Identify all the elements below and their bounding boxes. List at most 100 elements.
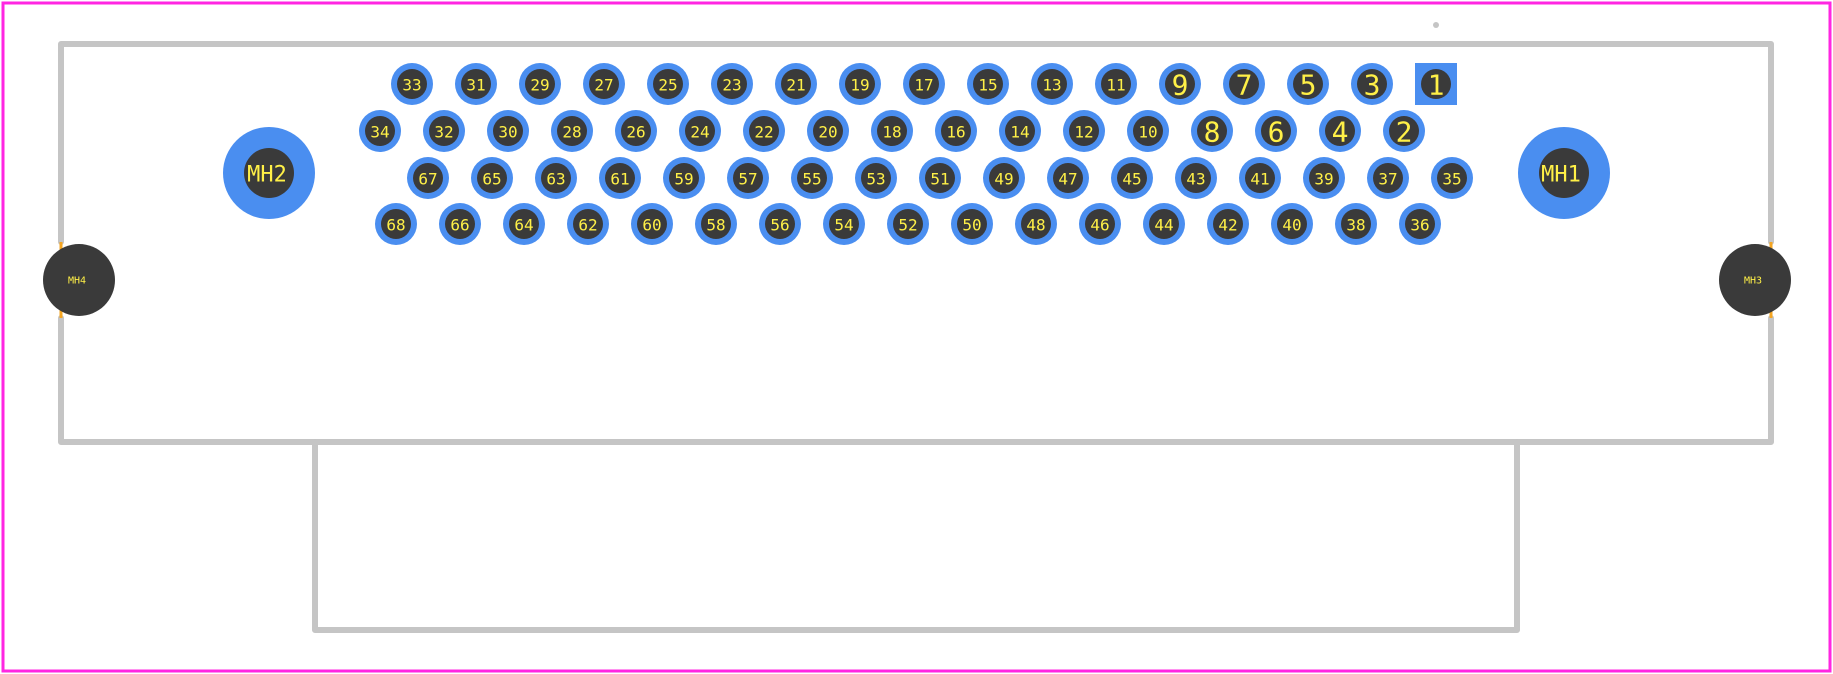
connector-pad-32[interactable]: 32 — [423, 110, 465, 152]
connector-pad-37[interactable]: 37 — [1367, 157, 1409, 199]
mounting-hole-mh3[interactable]: MH3 — [1719, 242, 1791, 318]
connector-pad-40[interactable]: 40 — [1271, 203, 1313, 245]
connector-pad-58[interactable]: 58 — [695, 203, 737, 245]
pad-drill-hole — [685, 116, 715, 146]
connector-pad-22[interactable]: 22 — [743, 110, 785, 152]
connector-pad-23[interactable]: 23 — [711, 63, 753, 105]
pad-number-label: 67 — [418, 170, 437, 189]
connector-pad-9[interactable]: 9 — [1159, 63, 1201, 105]
connector-pad-31[interactable]: 31 — [455, 63, 497, 105]
connector-pad-46[interactable]: 46 — [1079, 203, 1121, 245]
pad-drill-hole — [973, 69, 1003, 99]
connector-pad-41[interactable]: 41 — [1239, 157, 1281, 199]
connector-pad-5[interactable]: 5 — [1287, 63, 1329, 105]
connector-pad-21[interactable]: 21 — [775, 63, 817, 105]
connector-pad-51[interactable]: 51 — [919, 157, 961, 199]
connector-pad-56[interactable]: 56 — [759, 203, 801, 245]
connector-pad-68[interactable]: 68 — [375, 203, 417, 245]
connector-pad-62[interactable]: 62 — [567, 203, 609, 245]
connector-pad-30[interactable]: 30 — [487, 110, 529, 152]
connector-pad-28[interactable]: 28 — [551, 110, 593, 152]
connector-pad-52[interactable]: 52 — [887, 203, 929, 245]
mounting-hole-mh1[interactable]: MH1 — [1518, 127, 1610, 219]
pad-number-label: 19 — [850, 76, 869, 95]
pad-drill-hole — [557, 116, 587, 146]
connector-pad-47[interactable]: 47 — [1047, 157, 1089, 199]
pad-number-label: 13 — [1042, 76, 1061, 95]
connector-pad-49[interactable]: 49 — [983, 157, 1025, 199]
connector-pad-4[interactable]: 4 — [1319, 110, 1361, 152]
connector-pad-35[interactable]: 35 — [1431, 157, 1473, 199]
connector-pad-66[interactable]: 66 — [439, 203, 481, 245]
connector-pad-14[interactable]: 14 — [999, 110, 1041, 152]
connector-pad-65[interactable]: 65 — [471, 157, 513, 199]
connector-pad-57[interactable]: 57 — [727, 157, 769, 199]
connector-pad-63[interactable]: 63 — [535, 157, 577, 199]
silkscreen-rear-shell — [312, 439, 1520, 633]
connector-pad-18[interactable]: 18 — [871, 110, 913, 152]
connector-pad-15[interactable]: 15 — [967, 63, 1009, 105]
pad-drill-hole — [1421, 69, 1451, 99]
pad-number-label: 48 — [1026, 216, 1045, 235]
connector-pad-42[interactable]: 42 — [1207, 203, 1249, 245]
pad-number-label: 38 — [1346, 216, 1365, 235]
connector-pad-34[interactable]: 34 — [359, 110, 401, 152]
connector-pad-53[interactable]: 53 — [855, 157, 897, 199]
connector-pad-13[interactable]: 13 — [1031, 63, 1073, 105]
connector-pad-64[interactable]: 64 — [503, 203, 545, 245]
connector-pad-36[interactable]: 36 — [1399, 203, 1441, 245]
connector-pad-59[interactable]: 59 — [663, 157, 705, 199]
connector-pad-20[interactable]: 20 — [807, 110, 849, 152]
pad-number-label: 62 — [578, 216, 597, 235]
pad-number-label: 49 — [994, 170, 1013, 189]
mounting-hole-mh4[interactable]: MH4 — [43, 242, 115, 318]
connector-pad-2[interactable]: 2 — [1383, 110, 1425, 152]
connector-pad-44[interactable]: 44 — [1143, 203, 1185, 245]
pad-drill-hole — [1101, 69, 1131, 99]
mounting-hole-label: MH4 — [68, 276, 86, 287]
connector-pad-45[interactable]: 45 — [1111, 157, 1153, 199]
connector-pad-38[interactable]: 38 — [1335, 203, 1377, 245]
connector-pad-54[interactable]: 54 — [823, 203, 865, 245]
pad-drill-hole — [717, 69, 747, 99]
pad-number-label: 66 — [450, 216, 469, 235]
connector-pad-16[interactable]: 16 — [935, 110, 977, 152]
pad-drill-hole — [1053, 163, 1083, 193]
connector-pad-60[interactable]: 60 — [631, 203, 673, 245]
connector-pad-50[interactable]: 50 — [951, 203, 993, 245]
pad-number-label: 33 — [402, 76, 421, 95]
connector-pad-3[interactable]: 3 — [1351, 63, 1393, 105]
pad-drill-hole — [1197, 116, 1227, 146]
pad-drill-hole — [861, 163, 891, 193]
pad-drill-hole — [1437, 163, 1467, 193]
connector-pad-61[interactable]: 61 — [599, 157, 641, 199]
connector-pad-26[interactable]: 26 — [615, 110, 657, 152]
pad-drill-hole — [1373, 163, 1403, 193]
pad-drill-hole — [1277, 209, 1307, 239]
connector-pad-55[interactable]: 55 — [791, 157, 833, 199]
connector-pad-11[interactable]: 11 — [1095, 63, 1137, 105]
connector-pad-1[interactable]: 1 — [1415, 63, 1457, 105]
connector-pad-29[interactable]: 29 — [519, 63, 561, 105]
connector-pad-33[interactable]: 33 — [391, 63, 433, 105]
connector-pad-25[interactable]: 25 — [647, 63, 689, 105]
connector-pad-6[interactable]: 6 — [1255, 110, 1297, 152]
pad-number-label: 55 — [802, 170, 821, 189]
connector-pad-12[interactable]: 12 — [1063, 110, 1105, 152]
connector-pad-10[interactable]: 10 — [1127, 110, 1169, 152]
mounting-hole-drill — [1719, 244, 1791, 316]
connector-pad-7[interactable]: 7 — [1223, 63, 1265, 105]
connector-pad-27[interactable]: 27 — [583, 63, 625, 105]
pad-drill-hole — [909, 69, 939, 99]
connector-pad-17[interactable]: 17 — [903, 63, 945, 105]
connector-pad-43[interactable]: 43 — [1175, 157, 1217, 199]
connector-pad-39[interactable]: 39 — [1303, 157, 1345, 199]
pad-number-label: 46 — [1090, 216, 1109, 235]
connector-pad-8[interactable]: 8 — [1191, 110, 1233, 152]
connector-pad-24[interactable]: 24 — [679, 110, 721, 152]
connector-pad-48[interactable]: 48 — [1015, 203, 1057, 245]
mounting-hole-mh2[interactable]: MH2 — [223, 127, 315, 219]
connector-pad-19[interactable]: 19 — [839, 63, 881, 105]
connector-pad-67[interactable]: 67 — [407, 157, 449, 199]
